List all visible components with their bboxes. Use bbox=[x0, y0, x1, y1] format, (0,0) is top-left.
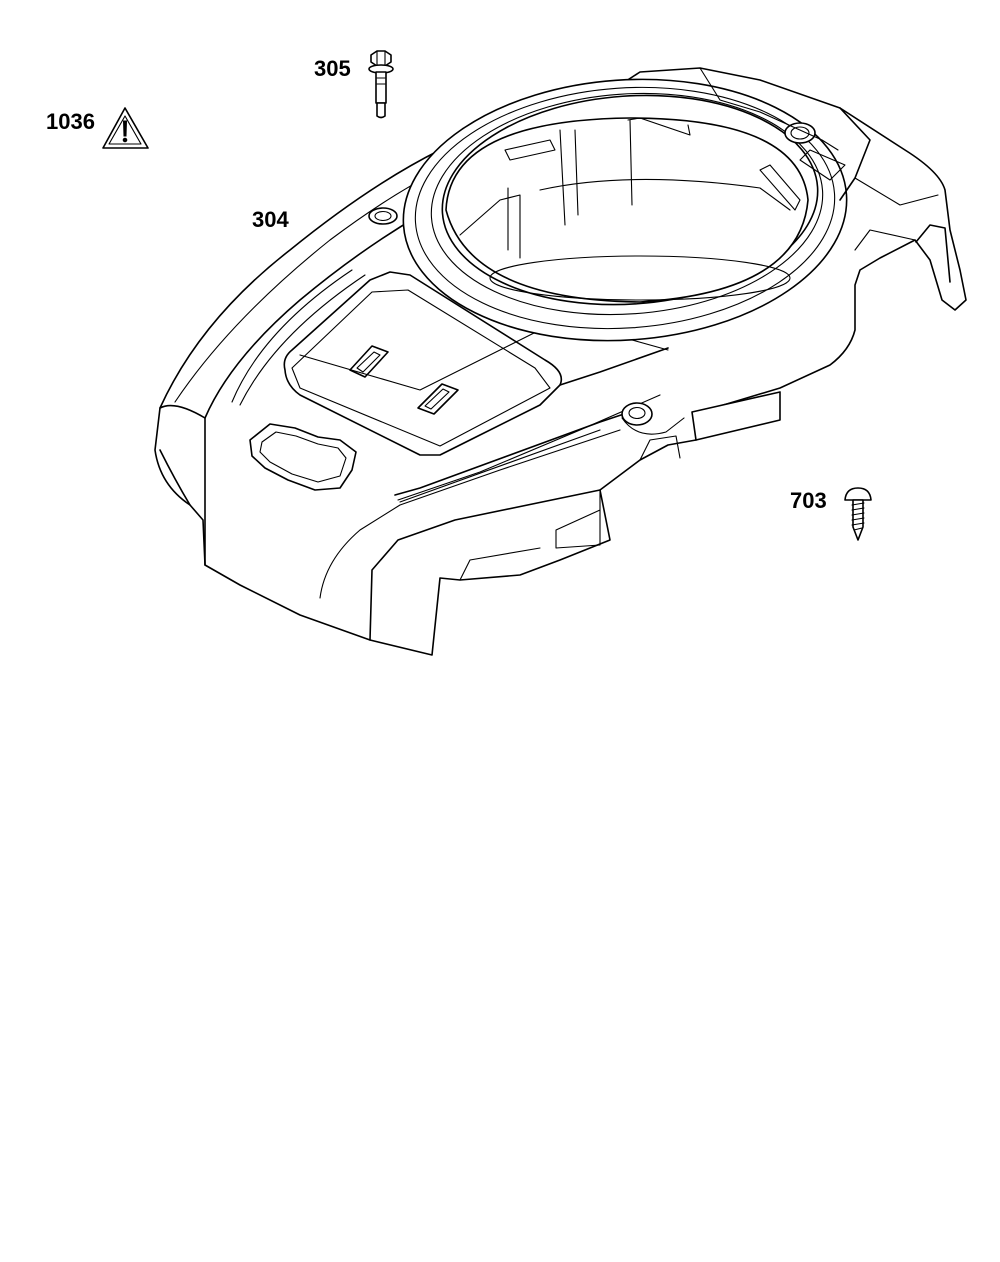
callout-1036: 1036 bbox=[46, 109, 95, 134]
screw-icon bbox=[844, 487, 872, 541]
callout-304: 304 bbox=[252, 207, 289, 232]
bolt-icon bbox=[368, 50, 394, 119]
callout-305: 305 bbox=[314, 56, 351, 81]
blower-housing-part bbox=[154, 67, 967, 656]
warning-triangle-icon bbox=[102, 107, 149, 149]
callout-703: 703 bbox=[790, 488, 827, 513]
